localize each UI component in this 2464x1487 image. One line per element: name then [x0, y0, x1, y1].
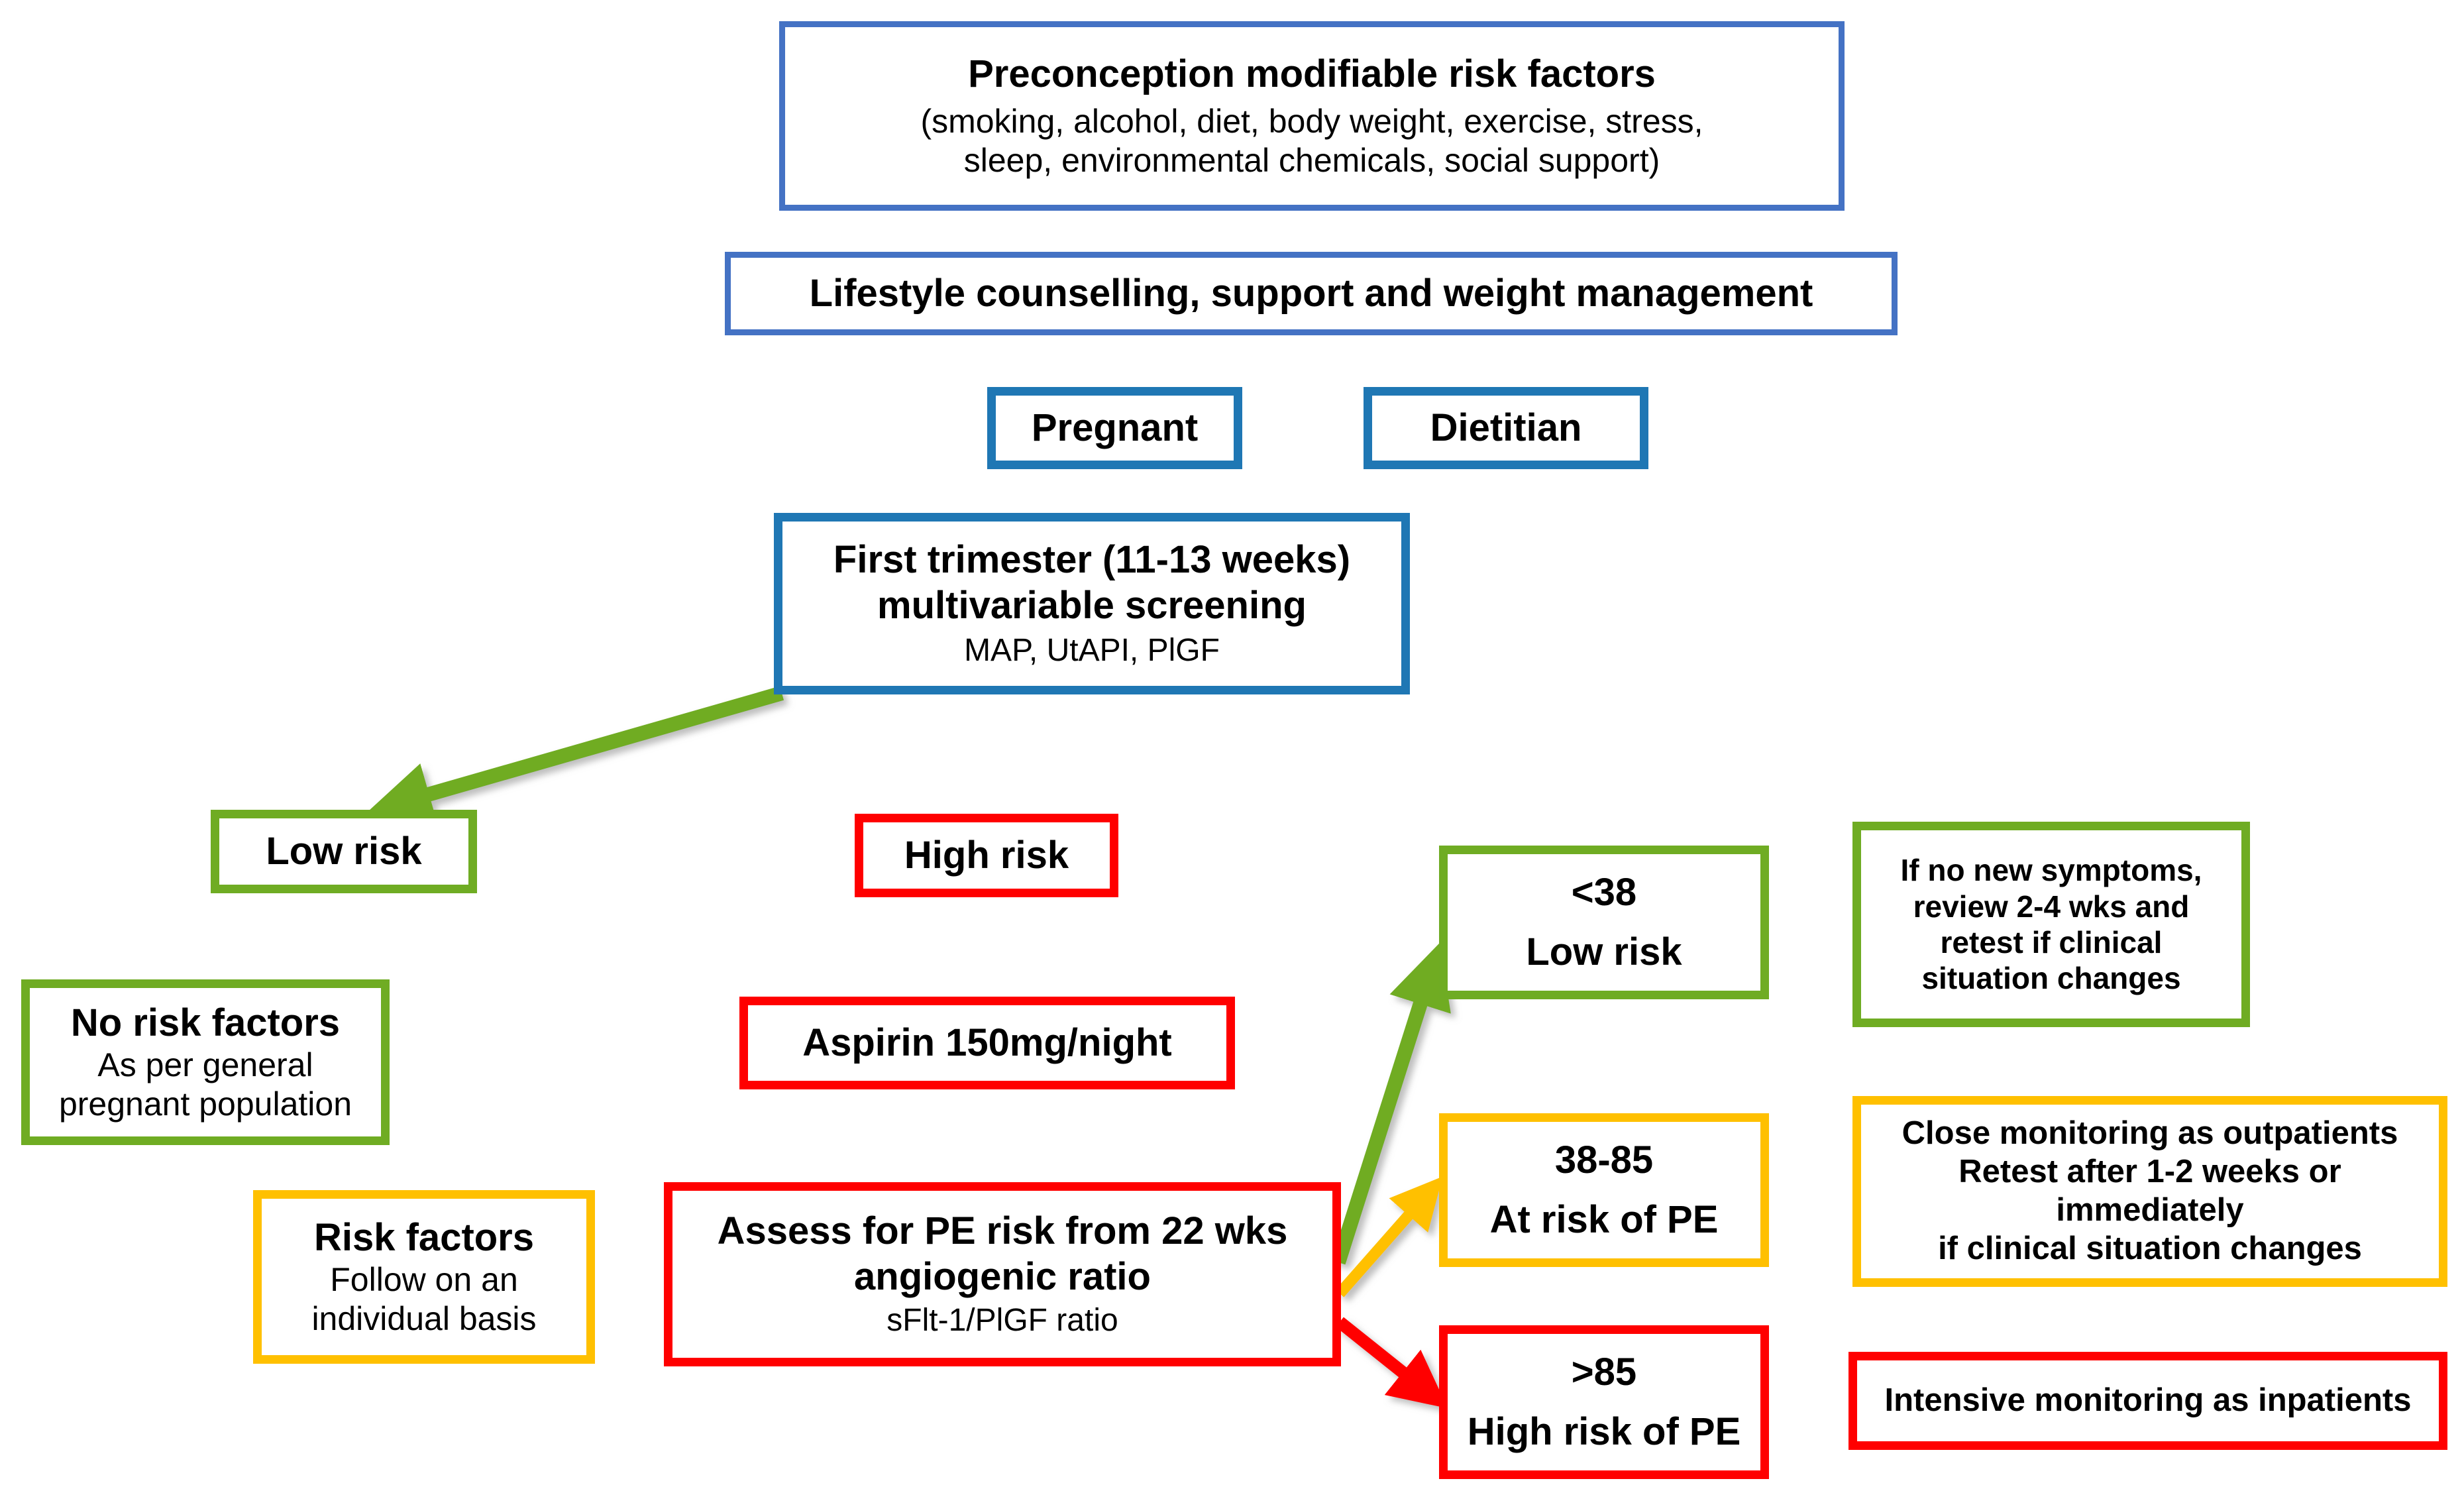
- node-risk-factors-line1: Follow on an: [330, 1261, 518, 1299]
- edge-assess-38-85: [1335, 1176, 1443, 1297]
- node-outcome-low-line1: If no new symptoms,: [1900, 853, 2202, 888]
- node-ratio-lt38-low-risk[interactable]: <38 Low risk: [1439, 846, 1769, 999]
- node-outcome-low-line2: review 2-4 wks and: [1913, 889, 2190, 924]
- node-lifestyle-counselling[interactable]: Lifestyle counselling, support and weigh…: [725, 252, 1898, 335]
- node-gt85-line1: >85: [1571, 1350, 1637, 1394]
- node-ratio-gt85-high-risk[interactable]: >85 High risk of PE: [1439, 1325, 1769, 1479]
- node-screening-line1: First trimester (11-13 weeks): [833, 538, 1351, 582]
- node-outcome-low-line3: retest if clinical: [1940, 925, 2163, 960]
- node-assess-pe-risk[interactable]: Assess for PE risk from 22 wks angiogeni…: [664, 1182, 1341, 1366]
- node-screening-line2: multivariable screening: [877, 583, 1307, 627]
- node-outcome-mid-line3: if clinical situation changes: [1938, 1230, 2362, 1266]
- node-outcome-mid-line2: Retest after 1-2 weeks or immediately: [1958, 1154, 2341, 1228]
- node-high-risk-title: High risk: [904, 833, 1069, 877]
- node-no-risk-factors-line2: pregnant population: [58, 1085, 352, 1123]
- node-3885-line1: 38-85: [1554, 1138, 1654, 1182]
- node-no-risk-factors-title: No risk factors: [70, 1001, 341, 1044]
- node-low-risk-title: Low risk: [266, 829, 422, 873]
- node-no-risk-factors[interactable]: No risk factors As per general pregnant …: [21, 979, 390, 1145]
- node-no-risk-factors-line1: As per general: [97, 1046, 313, 1084]
- edge-screening-lowrisk: [367, 686, 784, 826]
- node-gt85-line2: High risk of PE: [1467, 1410, 1741, 1453]
- edge-assess-lt38: [1331, 942, 1451, 1265]
- node-assess-pe-line2: angiogenic ratio: [854, 1254, 1151, 1298]
- node-preconception-risk-factors[interactable]: Preconception modifiable risk factors (s…: [779, 21, 1845, 211]
- node-pregnant[interactable]: Pregnant: [987, 387, 1242, 469]
- node-preconception-line1: (smoking, alcohol, diet, body weight, ex…: [920, 103, 1703, 140]
- node-aspirin[interactable]: Aspirin 150mg/night: [739, 997, 1235, 1089]
- node-outcome-at-risk[interactable]: Close monitoring as outpatients Retest a…: [1852, 1096, 2447, 1287]
- node-aspirin-title: Aspirin 150mg/night: [802, 1020, 1172, 1064]
- node-ratio-38-85-at-risk[interactable]: 38-85 At risk of PE: [1439, 1113, 1769, 1267]
- node-outcome-high-title: Intensive monitoring as inpatients: [1884, 1382, 2412, 1419]
- node-risk-factors[interactable]: Risk factors Follow on an individual bas…: [253, 1190, 595, 1364]
- node-high-risk[interactable]: High risk: [855, 814, 1118, 897]
- node-preconception-line2: sleep, environmental chemicals, social s…: [963, 142, 1660, 180]
- node-first-trimester-screening[interactable]: First trimester (11-13 weeks) multivaria…: [774, 513, 1410, 694]
- node-outcome-low-risk[interactable]: If no new symptoms, review 2-4 wks and r…: [1852, 822, 2250, 1027]
- node-lt38-line1: <38: [1571, 870, 1637, 914]
- node-outcome-low-line4: situation changes: [1921, 961, 2181, 996]
- node-preconception-title: Preconception modifiable risk factors: [968, 52, 1656, 95]
- node-outcome-mid-line1: Close monitoring as outpatients: [1902, 1115, 2398, 1152]
- node-dietitian-title: Dietitian: [1430, 406, 1582, 449]
- node-low-risk[interactable]: Low risk: [211, 810, 477, 893]
- node-dietitian[interactable]: Dietitian: [1364, 387, 1648, 469]
- node-lt38-line2: Low risk: [1526, 930, 1682, 973]
- node-outcome-high-risk[interactable]: Intensive monitoring as inpatients: [1848, 1352, 2447, 1450]
- node-lifestyle-title: Lifestyle counselling, support and weigh…: [809, 271, 1813, 315]
- node-risk-factors-title: Risk factors: [313, 1215, 535, 1259]
- node-3885-line2: At risk of PE: [1489, 1198, 1719, 1241]
- edge-assess-gt85: [1336, 1317, 1448, 1409]
- node-pregnant-title: Pregnant: [1031, 406, 1199, 449]
- node-assess-pe-sub: sFlt-1/PlGF ratio: [886, 1303, 1118, 1339]
- node-assess-pe-line1: Assess for PE risk from 22 wks: [717, 1209, 1288, 1253]
- node-screening-sub: MAP, UtAPI, PlGF: [964, 633, 1220, 669]
- node-risk-factors-line2: individual basis: [311, 1300, 537, 1338]
